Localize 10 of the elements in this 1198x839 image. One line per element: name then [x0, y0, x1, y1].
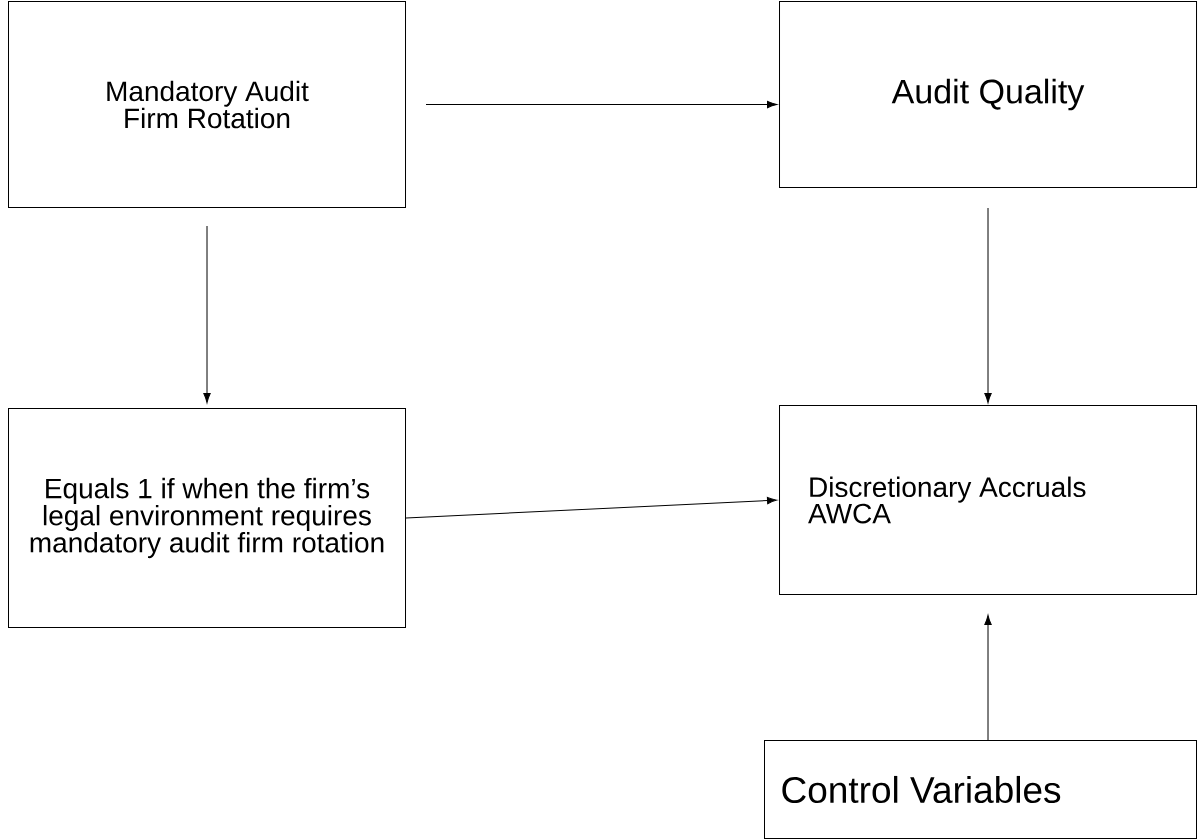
text-box: Mandatory Audit Firm Rotation [8, 1, 406, 208]
arrow [405, 496, 778, 519]
text-box: Control Variables [764, 740, 1197, 839]
arrow [425, 100, 778, 109]
arrow [203, 225, 211, 404]
text-box: Audit Quality [779, 1, 1197, 188]
arrow [984, 614, 992, 741]
text-box: Discretionary Accruals AWCA [779, 405, 1197, 595]
arrow [984, 207, 992, 404]
text-box: Equals 1 if when the firm’s legal environment requires mandatory audit firm rotation [8, 408, 406, 628]
